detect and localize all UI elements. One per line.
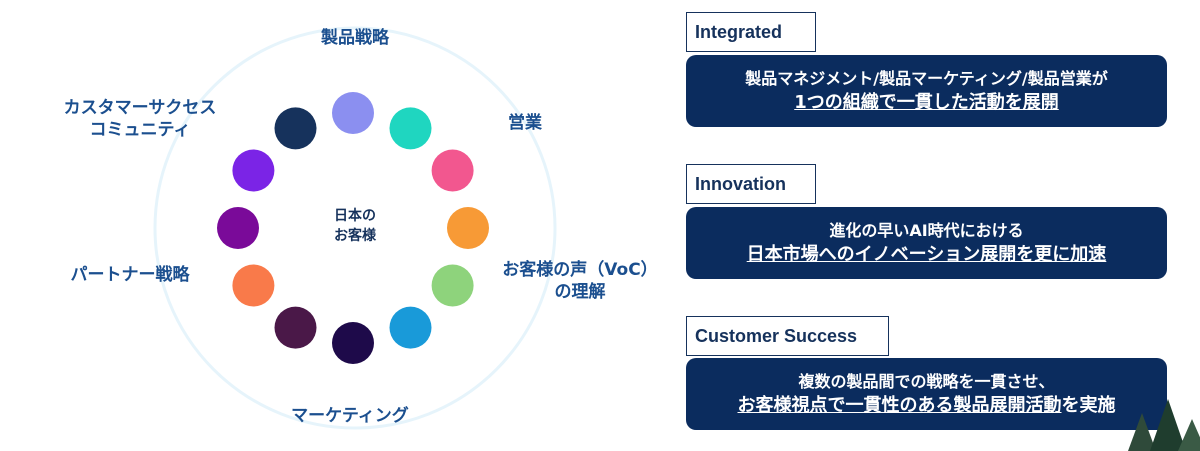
banner-cs-line-1: 複数の製品間での戦略を一貫させ、 <box>798 372 1055 391</box>
ring-dot <box>389 107 432 150</box>
ring-dot <box>274 107 317 150</box>
ring-dot <box>447 207 489 249</box>
banner-cs-line-2: お客様視点で一貫性のある製品展開活動を実施 <box>686 395 1167 417</box>
label-partner-strategy: パートナー戦略 <box>70 265 190 285</box>
ring-dot <box>217 207 259 249</box>
ring-dot <box>389 306 432 349</box>
center-line-1: 日本の <box>334 208 376 224</box>
tag-integrated: Integrated <box>686 12 816 52</box>
label-csc-line-2: コミュニティ <box>89 120 191 140</box>
ring-dot <box>431 264 474 307</box>
ring-dot <box>431 149 474 192</box>
label-product-strategy: 製品戦略 <box>321 28 389 48</box>
trees-decoration <box>1128 399 1200 451</box>
label-csc-line-1: カスタマーサクセス <box>63 98 217 118</box>
tag-innovation: Innovation <box>686 164 816 204</box>
customer-centric-diagram: 日本の お客様 製品戦略 営業 お客様の声（VoC） の理解 マーケティング パ… <box>50 26 665 430</box>
label-customer-success-community: カスタマーサクセス コミュニティ <box>50 97 230 141</box>
banner-cs-line-2-emphasis: お客様視点で一貫性のある製品展開活動 <box>737 395 1062 416</box>
ring-dot <box>332 92 374 134</box>
label-voc-line-1: お客様の声（VoC） <box>502 260 658 280</box>
outer-ring <box>153 26 557 430</box>
banner-customer-success: 複数の製品間での戦略を一貫させ、 お客様視点で一貫性のある製品展開活動を実施 <box>686 358 1167 430</box>
label-voc: お客様の声（VoC） の理解 <box>495 259 665 303</box>
label-voc-line-2: の理解 <box>554 282 606 302</box>
center-label: 日本の お客様 <box>300 206 410 246</box>
ring-dot <box>274 306 317 349</box>
ring-dot <box>232 149 275 192</box>
banner-integrated-line-2: 1つの組織で一貫した活動を展開 <box>794 92 1059 113</box>
banner-innovation-line-1: 進化の早いAI時代における <box>829 221 1024 240</box>
ring-dot <box>232 264 275 307</box>
ring-dot <box>332 322 374 364</box>
banner-cs-line-2-suffix: を実施 <box>1061 395 1116 416</box>
banner-innovation: 進化の早いAI時代における 日本市場へのイノベーション展開を更に加速 <box>686 207 1167 279</box>
banner-innovation-line-2: 日本市場へのイノベーション展開を更に加速 <box>746 244 1107 265</box>
banner-integrated: 製品マネジメント/製品マーケティング/製品営業が 1つの組織で一貫した活動を展開 <box>686 55 1167 127</box>
label-marketing: マーケティング <box>291 406 409 426</box>
tag-customer-success: Customer Success <box>686 316 889 356</box>
banner-integrated-line-1: 製品マネジメント/製品マーケティング/製品営業が <box>745 69 1108 88</box>
center-line-2: お客様 <box>334 228 376 244</box>
label-sales: 営業 <box>508 113 542 133</box>
